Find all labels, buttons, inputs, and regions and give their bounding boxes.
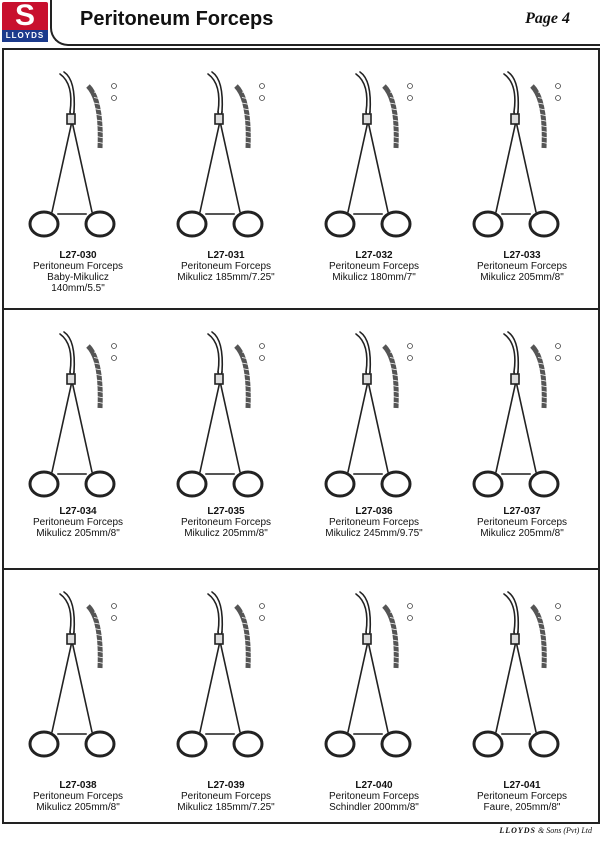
header-border <box>50 0 600 46</box>
product-description: Mikulicz 245mm/9.75" <box>325 528 423 539</box>
forceps-illustration <box>324 591 413 758</box>
product-code: L27-037 <box>503 506 541 517</box>
product-description: Mikulicz 205mm/8" <box>480 272 564 283</box>
forceps-illustration <box>324 331 413 498</box>
product-code: L27-034 <box>59 506 97 517</box>
product-code: L27-036 <box>355 506 393 517</box>
product-description: Mikulicz 185mm/7.25" <box>177 272 275 283</box>
forceps-illustration <box>324 71 413 238</box>
product-description: Mikulicz 205mm/8" <box>36 528 120 539</box>
product-name: Peritoneum Forceps <box>476 791 568 802</box>
product-name: Peritoneum Forceps <box>328 517 420 528</box>
product-description: Mikulicz 205mm/8" <box>480 528 564 539</box>
footer-brand: LLOYDS <box>499 826 536 835</box>
forceps-illustration <box>472 331 561 498</box>
product-name: Peritoneum Forceps <box>32 517 124 528</box>
product-description: Baby-Mikulicz <box>47 272 109 283</box>
page-header: S LLOYDS Peritoneum Forceps Page 4 <box>0 0 600 46</box>
product-name: Peritoneum Forceps <box>328 261 420 272</box>
logo-letter: S <box>14 0 35 32</box>
row-divider <box>4 308 598 310</box>
forceps-illustration <box>28 71 117 238</box>
product-name: Peritoneum Forceps <box>32 261 124 272</box>
product-code: L27-038 <box>59 780 97 791</box>
product-name: Peritoneum Forceps <box>180 517 272 528</box>
product-description: Mikulicz 205mm/8" <box>36 802 120 813</box>
lloyds-logo: S LLOYDS <box>2 0 48 42</box>
product-name: Peritoneum Forceps <box>180 791 272 802</box>
row-divider <box>4 568 598 570</box>
product-description: Schindler 200mm/8" <box>329 802 419 813</box>
product-name: Peritoneum Forceps <box>32 791 124 802</box>
forceps-illustration <box>472 71 561 238</box>
product-code: L27-030 <box>59 250 97 261</box>
product-code: L27-041 <box>503 780 541 791</box>
product-size: 140mm/5.5" <box>51 283 105 294</box>
forceps-illustration <box>28 331 117 498</box>
product-code: L27-033 <box>503 250 541 261</box>
product-name: Peritoneum Forceps <box>476 261 568 272</box>
product-description: Mikulicz 180mm/7" <box>332 272 416 283</box>
footer-credit: LLOYDS & Sons (Pvt) Ltd <box>499 826 592 835</box>
forceps-illustration <box>176 331 265 498</box>
product-description: Mikulicz 205mm/8" <box>184 528 268 539</box>
product-code: L27-035 <box>207 506 245 517</box>
product-description: Mikulicz 185mm/7.25" <box>177 802 275 813</box>
product-code: L27-039 <box>207 780 245 791</box>
page-number: Page 4 <box>525 10 570 27</box>
logo-text: LLOYDS <box>2 30 48 42</box>
product-name: Peritoneum Forceps <box>476 517 568 528</box>
forceps-illustration <box>176 591 265 758</box>
page-title: Peritoneum Forceps <box>80 8 274 30</box>
product-name: Peritoneum Forceps <box>180 261 272 272</box>
footer-company: & Sons (Pvt) Ltd <box>538 826 592 835</box>
catalog-frame <box>2 48 600 824</box>
forceps-illustration <box>176 71 265 238</box>
forceps-illustration <box>472 591 561 758</box>
product-name: Peritoneum Forceps <box>328 791 420 802</box>
forceps-illustration <box>28 591 117 758</box>
product-code: L27-031 <box>207 250 245 261</box>
product-code: L27-032 <box>355 250 393 261</box>
product-description: Faure, 205mm/8" <box>483 802 561 813</box>
product-code: L27-040 <box>355 780 393 791</box>
